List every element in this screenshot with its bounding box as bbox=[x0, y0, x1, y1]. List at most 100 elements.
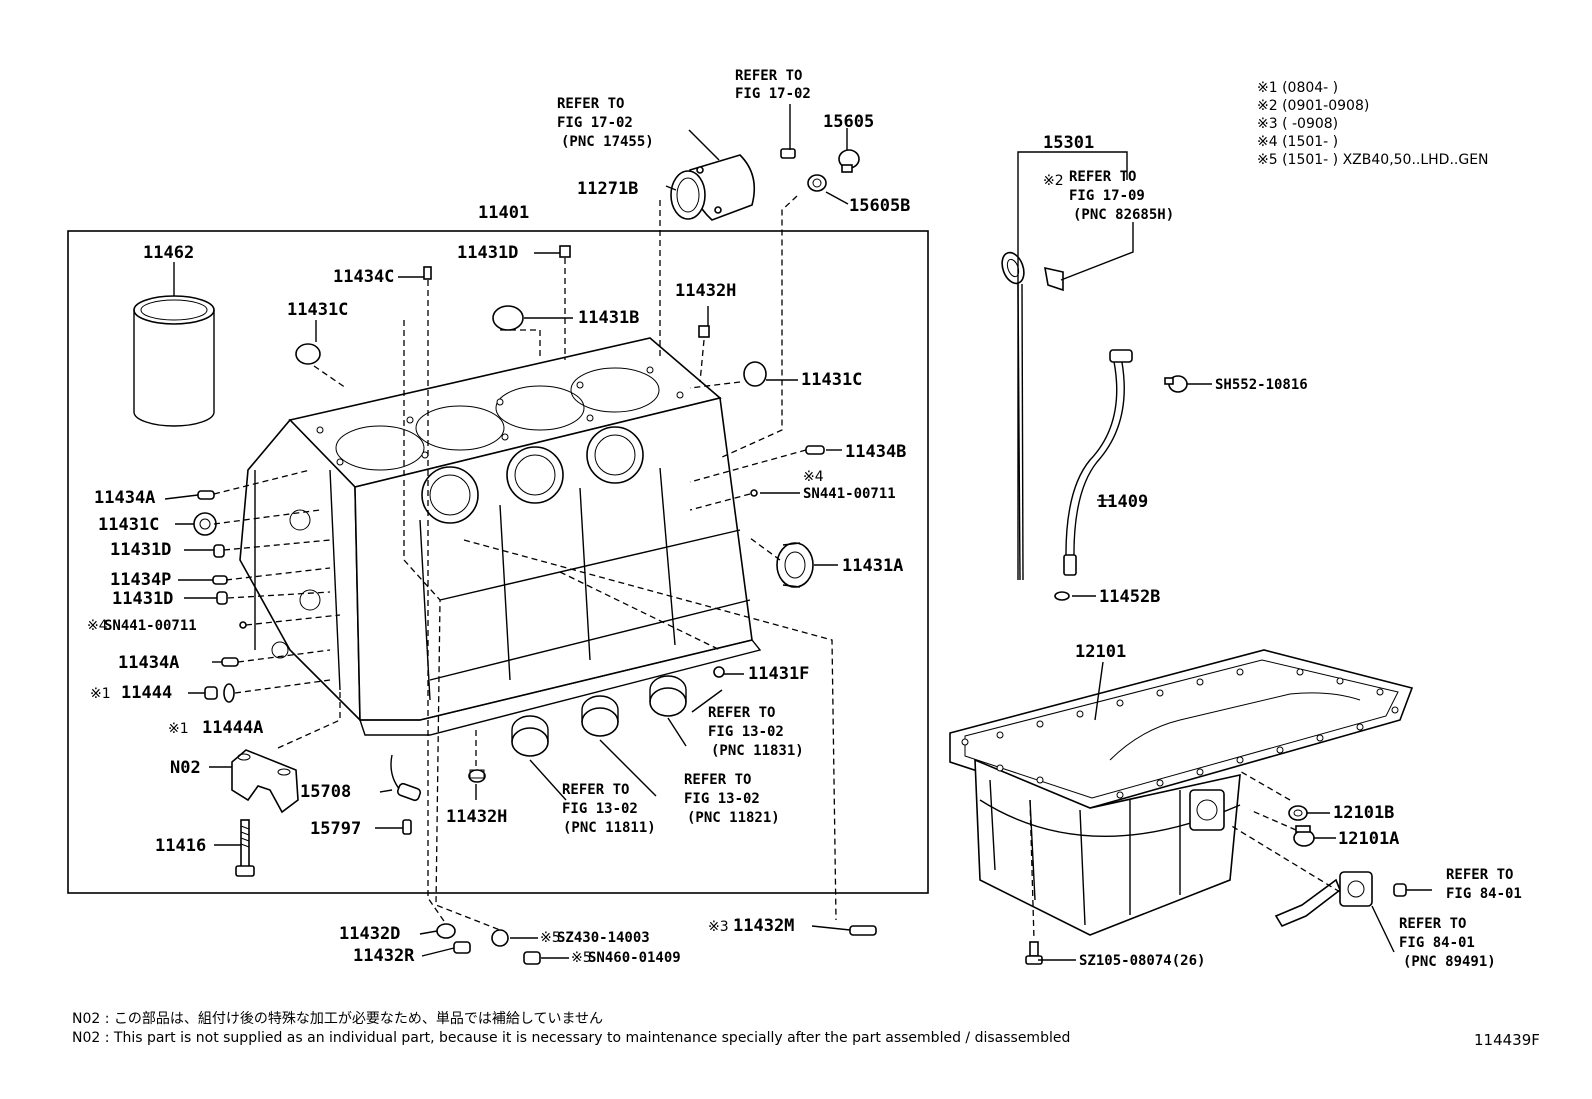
mark-2: ※2 bbox=[1043, 173, 1064, 189]
label-11431B: 11431B bbox=[578, 308, 639, 328]
svg-text:FIG 17-09: FIG 17-09 bbox=[1069, 188, 1145, 204]
plug-15605 bbox=[838, 149, 860, 173]
label-SH552: SH552-10816 bbox=[1215, 377, 1308, 393]
label-11431C-c: 11431C bbox=[98, 515, 159, 535]
label-11431D-b: 11431D bbox=[112, 589, 173, 609]
plug-11431B bbox=[492, 305, 524, 331]
label-11434B: 11434B bbox=[845, 442, 906, 462]
legend-4: ※4 (1501- ) bbox=[1257, 134, 1338, 150]
legend-2: ※2 (0901-0908) bbox=[1257, 98, 1369, 114]
label-11401: 11401 bbox=[478, 203, 529, 223]
plug-11431F bbox=[713, 666, 725, 678]
label-11431D-a: 11431D bbox=[110, 540, 171, 560]
plug-11431D-a bbox=[213, 544, 225, 558]
cylinder-block-frame bbox=[67, 230, 929, 894]
note-english: N02 : This part is not supplied as an in… bbox=[72, 1030, 1070, 1046]
refer-fig-84-01: REFER TO FIG 84-01 bbox=[1446, 867, 1522, 902]
label-12101A: 12101A bbox=[1338, 829, 1399, 849]
plug-11431C-right bbox=[743, 361, 767, 387]
cylinder-liner-drawing bbox=[133, 295, 215, 427]
refer-fig-13-02-11831: REFER TO FIG 13-02 (PNC 11831) bbox=[708, 705, 804, 759]
refer-blocks: REFER TO FIG 17-02 (PNC 17455) REFER TO … bbox=[557, 68, 1522, 970]
mark-5-b: ※5 bbox=[571, 950, 592, 966]
label-15797: 15797 bbox=[310, 819, 361, 839]
svg-text:REFER TO: REFER TO bbox=[562, 782, 629, 798]
label-11432R: 11432R bbox=[353, 946, 415, 966]
label-11416: 11416 bbox=[155, 836, 206, 856]
mark-5-a: ※5 bbox=[540, 930, 561, 946]
svg-text:REFER TO: REFER TO bbox=[708, 705, 775, 721]
bolt-11416 bbox=[235, 819, 255, 877]
label-11434A-b: 11434A bbox=[118, 653, 179, 673]
svg-text:REFER TO: REFER TO bbox=[1069, 169, 1136, 185]
label-N02: N02 bbox=[170, 758, 201, 778]
svg-text:FIG 84-01: FIG 84-01 bbox=[1399, 935, 1475, 951]
bolt-SH552 bbox=[1164, 375, 1188, 393]
stud-11432H-top bbox=[698, 325, 710, 338]
bearing-shell-b bbox=[581, 695, 619, 737]
cover-drawing bbox=[670, 154, 756, 221]
label-SN441-right: SN441-00711 bbox=[803, 486, 896, 502]
label-11434A-a: 11434A bbox=[94, 488, 155, 508]
svg-text:FIG 17-02: FIG 17-02 bbox=[557, 115, 633, 131]
svg-text:(PNC 82685H): (PNC 82685H) bbox=[1073, 207, 1174, 223]
oil-level-sensor bbox=[1274, 871, 1407, 928]
footer-notes: N02 : この部品は、組付け後の特殊な加工が必要なため、単品では補給していませ… bbox=[72, 1011, 1540, 1049]
label-11434C: 11434C bbox=[333, 267, 394, 287]
pin-11434A-a bbox=[197, 490, 215, 500]
seal-11431A bbox=[776, 542, 814, 588]
label-SN460: SN460-01409 bbox=[588, 950, 681, 966]
stud-11432H-bottom bbox=[468, 769, 486, 783]
svg-text:FIG 13-02: FIG 13-02 bbox=[684, 791, 760, 807]
label-11462: 11462 bbox=[143, 243, 194, 263]
label-11431C-b: 11431C bbox=[801, 370, 862, 390]
clip-dipstick bbox=[1044, 266, 1064, 292]
refer-fig-84-01-pnc: REFER TO FIG 84-01 (PNC 89491) bbox=[1399, 916, 1496, 970]
refer-fig-17-09: REFER TO FIG 17-09 (PNC 82685H) bbox=[1069, 169, 1174, 223]
svg-text:FIG 13-02: FIG 13-02 bbox=[708, 724, 784, 740]
mark-1-a: ※1 bbox=[90, 686, 111, 702]
label-15301: 15301 bbox=[1043, 133, 1094, 153]
label-11434P: 11434P bbox=[110, 570, 171, 590]
bolt-cover bbox=[780, 148, 796, 159]
plug-11431D-b bbox=[216, 591, 228, 605]
svg-text:(PNC 11821): (PNC 11821) bbox=[687, 810, 780, 826]
label-11444A: 11444A bbox=[202, 718, 263, 738]
gasket-15605B bbox=[807, 174, 827, 192]
refer-fig-17-02: REFER TO FIG 17-02 bbox=[735, 68, 811, 102]
refer-fig-13-02-11811: REFER TO FIG 13-02 (PNC 11811) bbox=[562, 782, 656, 836]
dipstick-guide-drawing bbox=[1063, 349, 1133, 576]
nozzle-11444 bbox=[204, 683, 235, 703]
plug-11431D-top bbox=[559, 245, 571, 258]
pin-11434B bbox=[805, 445, 825, 455]
svg-text:(PNC 11811): (PNC 11811) bbox=[563, 820, 656, 836]
label-11431F: 11431F bbox=[748, 664, 809, 684]
label-11432M: 11432M bbox=[733, 916, 794, 936]
label-SZ430: SZ430-14003 bbox=[557, 930, 650, 946]
svg-text:REFER TO: REFER TO bbox=[735, 68, 802, 84]
label-12101: 12101 bbox=[1075, 642, 1126, 662]
legend-1: ※1 (0804- ) bbox=[1257, 80, 1338, 96]
mark-4-left: ※4 bbox=[87, 618, 108, 634]
plug-11431C-top bbox=[295, 343, 321, 365]
label-11432D: 11432D bbox=[339, 924, 400, 944]
label-11431A: 11431A bbox=[842, 556, 903, 576]
svg-text:REFER TO: REFER TO bbox=[1446, 867, 1513, 883]
legend-5: ※5 (1501- ) XZB40,50..LHD..GEN bbox=[1257, 152, 1489, 168]
svg-text:REFER TO: REFER TO bbox=[557, 96, 624, 112]
dashed-lines bbox=[213, 195, 1341, 941]
leader-lines bbox=[164, 104, 1432, 961]
dipstick-drawing bbox=[1001, 251, 1025, 581]
legend-3: ※3 ( -0908) bbox=[1257, 116, 1338, 132]
gasket-SZ430 bbox=[491, 929, 509, 947]
svg-text:FIG 17-02: FIG 17-02 bbox=[735, 86, 811, 102]
bearing-shell-a bbox=[511, 715, 549, 757]
label-11432H-bottom: 11432H bbox=[446, 807, 507, 827]
mark-4-right: ※4 bbox=[803, 469, 824, 485]
label-11271B: 11271B bbox=[577, 179, 638, 199]
svg-text:(PNC 17455): (PNC 17455) bbox=[561, 134, 654, 150]
cylinder-block-drawing bbox=[239, 337, 762, 736]
plug-11432R bbox=[453, 941, 471, 954]
refer-fig-17-02-pnc: REFER TO FIG 17-02 (PNC 17455) bbox=[557, 96, 654, 150]
